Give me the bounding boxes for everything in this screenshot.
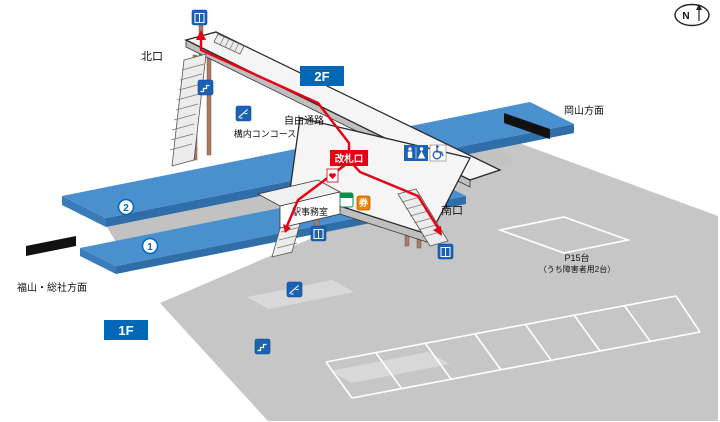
svg-text:1: 1 [147,242,153,253]
north-stairs [169,53,207,167]
ticket-gate-label: 改札口 [335,153,364,165]
svg-text:N: N [682,11,689,22]
fare-adjustment-machine-icon [339,192,354,208]
platform-2-number: 2 [117,198,135,216]
okayama-direction-label: 岡山方面 [564,104,604,117]
svg-text:2F: 2F [314,69,329,84]
south-stairs [397,188,449,247]
stairs-icon-parking [254,338,271,355]
parking-pad-2 [330,352,450,383]
floor-1f-badge: 1F [104,320,148,340]
ticket-vending-machine-icon: 券 [356,195,371,211]
ticket-gate-sign: 改札口 [330,150,368,166]
parking-stall-lines [325,216,701,399]
elevator-icon-south [437,243,454,260]
route-arrowheads [196,30,442,236]
elevator-icon-central [310,225,327,242]
svg-text:1F: 1F [118,323,133,338]
track-direction-fukuyama [26,236,76,256]
escalator-icon-parking [286,281,303,298]
platform-1-number: 1 [141,237,159,255]
station-office-label: 駅事務室 [292,206,328,217]
aed-icon [326,168,339,183]
wheelchair-accessible-icon [429,144,447,162]
svg-text:券: 券 [358,197,369,208]
svg-text:2: 2 [123,203,129,214]
escalator-icon-north [197,79,214,96]
fukuyama-direction-label: 福山・総社方面 [17,281,87,294]
floor-2f-badge: 2F [300,66,344,86]
escalator-icon-concourse [235,105,252,122]
route-to-south-exit [358,170,440,230]
station-office-building: 駅事務室 [256,179,342,229]
parking-capacity-note: （うち障害者用2台） [539,264,615,274]
parking-capacity-label: P15台 [564,252,589,263]
north-exit-label: 北口 [141,50,163,63]
free-passage-label: 自由通路 [284,114,324,127]
elevator-icon-north [191,9,208,26]
concourse-label: 構内コンコース [234,128,297,139]
track-direction-okayama [504,113,550,139]
south-exit-label: 南口 [441,204,463,217]
toilet-icon [404,145,428,161]
north-end-stairs [213,33,245,55]
compass-north-icon: N [674,3,710,27]
